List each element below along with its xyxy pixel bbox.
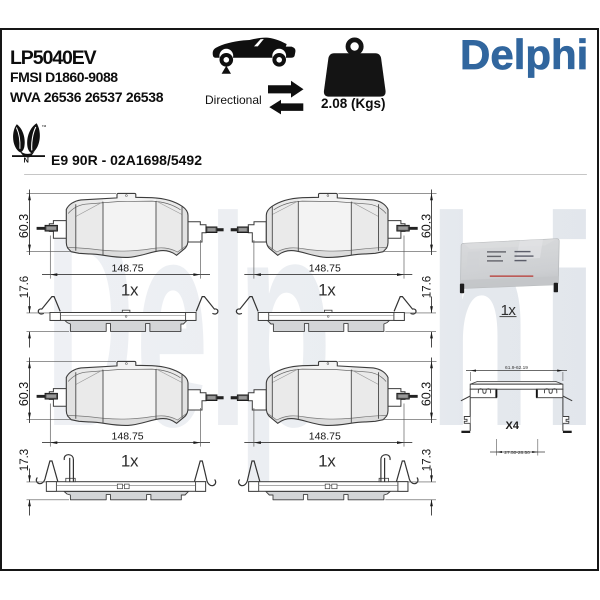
svg-text:60.3: 60.3 — [420, 382, 434, 406]
svg-text:148.75: 148.75 — [309, 263, 341, 275]
svg-text:17.6: 17.6 — [422, 276, 434, 298]
svg-text:148.75: 148.75 — [112, 263, 144, 275]
svg-text:™: ™ — [42, 125, 47, 131]
svg-text:148.75: 148.75 — [309, 431, 341, 443]
svg-text:1x: 1x — [318, 281, 336, 300]
svg-text:61.9-62.19: 61.9-62.19 — [505, 365, 528, 371]
svg-text:60.3: 60.3 — [17, 382, 31, 406]
svg-text:17.6: 17.6 — [19, 276, 31, 298]
svg-text:1x: 1x — [121, 452, 139, 471]
svg-text:60.3: 60.3 — [17, 214, 31, 238]
svg-text:X4: X4 — [506, 420, 520, 432]
svg-text:1x: 1x — [318, 452, 336, 471]
svg-text:17.3: 17.3 — [19, 449, 31, 471]
svg-text:N: N — [24, 156, 29, 165]
svg-text:17.3: 17.3 — [422, 449, 434, 471]
svg-text:1x: 1x — [121, 281, 139, 300]
svg-text:1x: 1x — [501, 302, 517, 319]
svg-text:148.75: 148.75 — [112, 431, 144, 443]
svg-text:27.50-28.50: 27.50-28.50 — [504, 450, 530, 456]
svg-text:60.3: 60.3 — [420, 214, 434, 238]
